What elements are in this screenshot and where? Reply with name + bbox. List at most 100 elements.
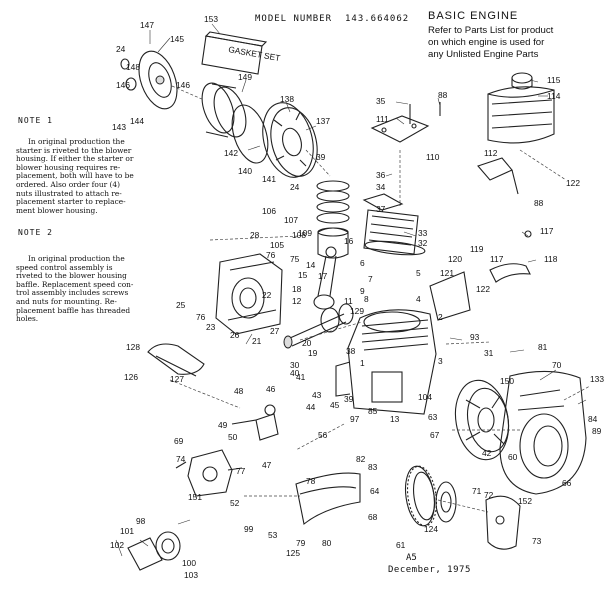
part-callout: 56 [318,430,328,440]
part-callout: 149 [238,72,252,82]
part-callout: 16 [344,236,354,246]
part-callout: 22 [262,290,272,300]
assembly-guide-lines [169,85,591,513]
note-2-line: In original production the [28,254,125,263]
part-callout: 104 [418,392,432,402]
note-1-line: ordered. Also order four (4) [16,179,120,189]
part-callout: 153 [204,14,218,24]
part-callout: 125 [286,548,300,558]
part-callout: 33 [418,228,428,238]
flywheel [262,102,318,178]
part-callout: 152 [518,496,532,506]
base-plate [295,472,361,525]
crankshaft [283,303,354,349]
part-callout: 28 [250,230,260,240]
part-callout: 37 [376,204,386,214]
part-callout: 122 [566,178,580,188]
part-callout: 120 [448,254,462,264]
part-callout: 26 [230,330,240,340]
part-callout: 103 [184,570,198,580]
part-callout: 43 [312,390,322,400]
part-callout: 2 [438,312,443,322]
fuel-tank [487,72,555,144]
part-callout: 84 [588,414,598,424]
part-callout: 99 [244,524,254,534]
part-callout: 140 [238,166,252,176]
part-callout: 40 [290,368,300,378]
part-callout: 53 [268,530,278,540]
part-callout: 112 [484,148,498,158]
subtitle-line-1: Refer to Parts List for product [428,25,554,36]
part-callout: 88 [534,198,544,208]
part-callout: 38 [346,346,356,356]
part-callout: 114 [547,91,561,101]
part-callout: 89 [592,426,602,436]
part-callout: 109 [298,228,312,238]
model-number-value: 143.664062 [345,14,410,24]
note-2-line: baffle. Replacement speed con- [16,279,134,289]
part-callout: 122 [476,284,490,294]
part-callout: 141 [262,174,276,184]
note-1-line: nuts illustrated to attach re- [16,188,122,198]
part-callout: 144 [130,116,144,126]
bracket-112 [477,157,519,195]
part-callout: 49 [218,420,228,430]
part-callout: 8 [364,294,369,304]
part-callout: 42 [482,448,492,458]
gasket-set-box: GASKET SET [201,31,281,75]
part-callout: 68 [368,512,378,522]
note-1-line: ment blower housing. [16,205,98,215]
part-callout: 3 [438,356,443,366]
part-callout: 76 [266,250,276,260]
part-callout: 137 [316,116,330,126]
page-title: BASIC ENGINE [428,10,519,22]
crankcase-cover [215,253,283,335]
part-callout: 14 [306,260,316,270]
shield-152 [485,495,521,550]
note-1-line: placement starter to replace- [16,197,126,207]
part-callout: 32 [418,238,428,248]
part-callout: 142 [224,148,238,158]
part-callout: 79 [296,538,306,548]
part-callout: 121 [440,268,454,278]
part-callout: 45 [330,400,340,410]
part-callout: 63 [428,412,438,422]
part-callout: 81 [538,342,548,352]
note-2-line: and nuts for mounting. Re- [16,296,117,306]
note-1-heading: NOTE 1 [18,116,53,125]
revision-date: December, 1975 [388,565,471,575]
air-cleaner [147,343,205,377]
part-callout: 151 [188,492,202,502]
part-callout: 117 [540,226,554,236]
part-callout: 31 [484,348,494,358]
note-2-line: placement baffle has threaded [16,305,131,315]
part-callout: 88 [438,90,448,100]
part-callout: 74 [176,454,186,464]
part-callout: 138 [280,94,294,104]
muffler [127,531,181,571]
carburetor [175,449,243,497]
tank-bracket [370,102,441,143]
part-callout: 5 [416,268,421,278]
part-callout: 46 [266,384,276,394]
part-callout: 83 [368,462,378,472]
part-callout: 21 [252,336,262,346]
part-callout: 4 [416,294,421,304]
part-callout: 97 [350,414,360,424]
cylinder-block [335,309,437,415]
part-callout: 64 [370,486,380,496]
part-callout: 30 [290,360,300,370]
part-callout: 93 [470,332,480,342]
note-1-line: placement, both will have to be [16,171,134,181]
subtitle-line-3: any Unlisted Engine Parts [428,49,539,60]
ring-gear [404,465,438,527]
note-1-line: blower housing requires re- [16,162,121,172]
note-2-body: In original production the speed control… [16,254,166,324]
cylinder-head [362,193,426,256]
part-callout: 11 [344,296,353,306]
part-callout: 70 [552,360,562,370]
note-2-line: speed control assembly is [16,262,113,272]
part-callout: 117 [490,254,504,264]
part-callout: 146 [116,80,130,90]
